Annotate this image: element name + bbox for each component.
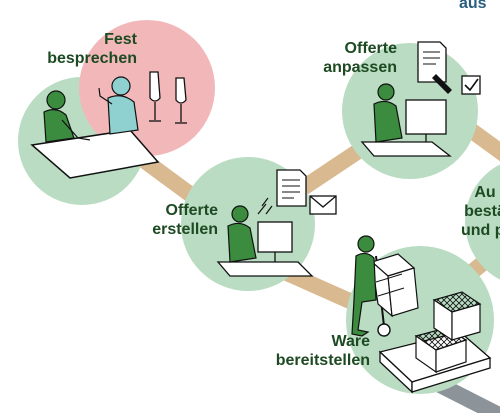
label-top-right: aus [459,0,487,12]
person-left-body [43,109,75,143]
envelope-icon [309,195,337,215]
meeting-illustration [30,71,187,179]
meeting-table [30,129,160,179]
person-right-arm [98,87,113,105]
monitor-erstellen [257,221,293,253]
label-ware-bereitstellen: Ware bereitstellen [275,333,370,369]
champagne-glasses-icon [149,71,187,124]
document-icon [276,169,307,207]
person-anpassen-body [373,100,403,143]
person-right-body [107,95,139,135]
desk-illustration-anpassen [360,41,481,157]
pen-icon [432,74,452,94]
person-erstellen-head [231,205,249,223]
monitor-anpassen [405,99,447,135]
worker-body [351,252,377,337]
hand-truck-icon [370,253,419,337]
desk-illustration-erstellen [216,169,337,277]
document-icon [417,41,447,83]
person-left-arm [61,119,91,141]
desk-anpassen [360,141,452,157]
desk-erstellen [216,261,314,277]
person-erstellen-body [227,222,257,263]
checkbox-icon [461,75,481,95]
crates-on-pallet [414,291,482,374]
label-auftrag: Au bestä und pl [461,184,500,239]
motion-marks [257,197,273,215]
worker-head [357,235,375,253]
person-left-head [46,90,66,110]
person-anpassen-head [377,83,395,101]
warehouse-illustration [351,235,492,394]
label-fest-besprechen: Fest besprechen [47,31,137,67]
person-right-head [111,76,131,96]
label-offerte-anpassen: Offerte anpassen [323,40,397,76]
circle-auftrag-partial [465,164,500,280]
label-offerte-erstellen: Offerte erstellen [152,202,218,238]
path-ware-outbound [436,377,500,413]
